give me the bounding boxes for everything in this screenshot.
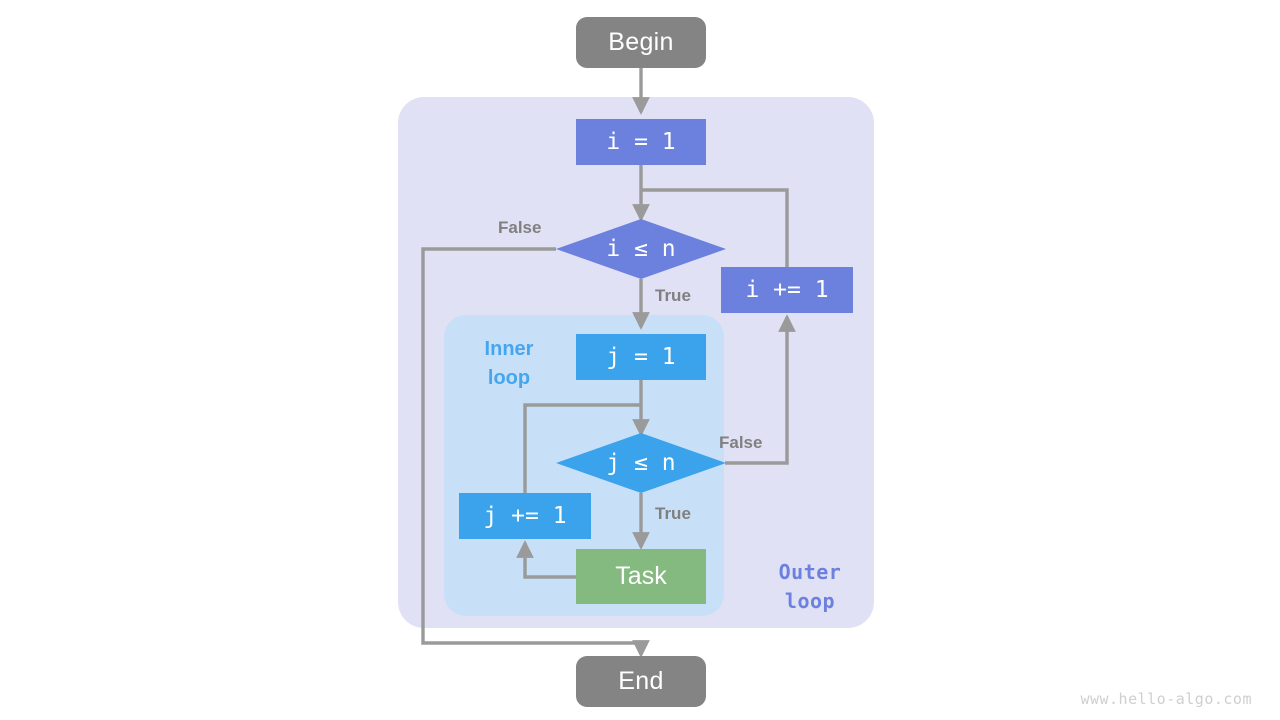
outer-loop-label: Outer loop <box>778 560 842 613</box>
node-j-init[interactable] <box>576 334 706 380</box>
node-i-cond[interactable] <box>556 219 726 279</box>
edge-label-i-cond-true: True <box>655 286 691 305</box>
node-i-inc[interactable] <box>721 267 853 313</box>
edge-task-to-j-inc <box>516 540 576 579</box>
node-i-init[interactable] <box>576 119 706 165</box>
node-j-cond[interactable] <box>556 433 726 493</box>
edge-j-cond-false-to-i-inc <box>725 314 796 465</box>
edge-label-j-cond-false: False <box>719 433 763 452</box>
edge-label-j-cond-true: True <box>655 504 691 523</box>
inner-loop-label: Inner loop <box>484 338 534 389</box>
node-begin[interactable] <box>576 17 706 68</box>
edge-label-i-cond-false: False <box>498 218 542 237</box>
edge-i-cond-false-to-end <box>421 247 650 658</box>
node-task[interactable] <box>576 549 706 604</box>
node-j-inc[interactable] <box>459 493 591 539</box>
watermark: www.hello-algo.com <box>1080 690 1252 708</box>
node-end[interactable] <box>576 656 706 707</box>
edge-j-inc-to-j-cond <box>523 403 641 493</box>
edge-i-inc-to-i-cond <box>641 188 789 267</box>
